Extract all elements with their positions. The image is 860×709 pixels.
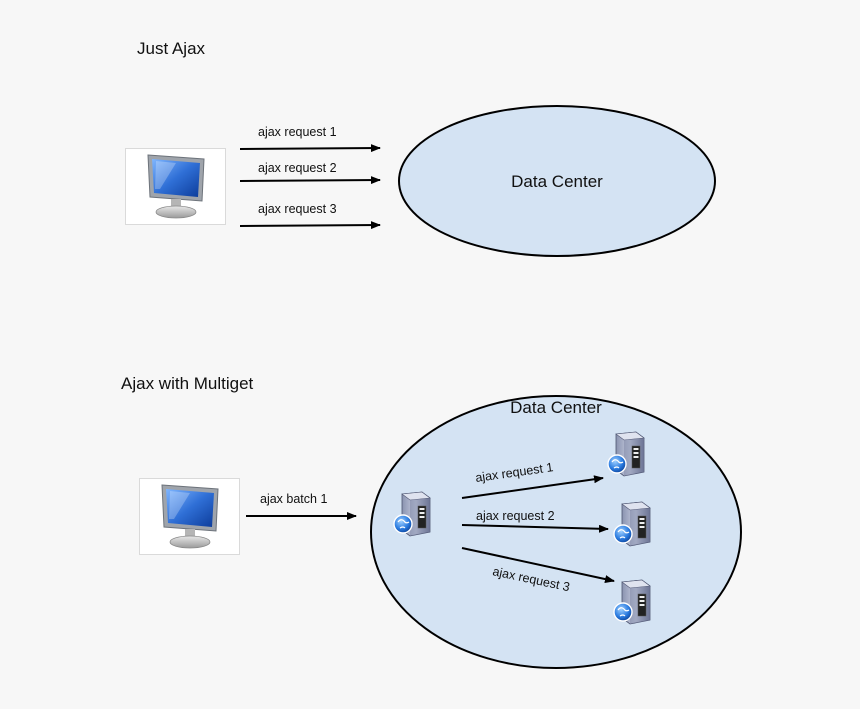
data-center-label-1: Data Center <box>511 172 603 191</box>
section-title-ajax-multiget: Ajax with Multiget <box>121 374 254 393</box>
client-computer-2 <box>139 478 240 555</box>
data-center-label-2: Data Center <box>510 398 602 417</box>
request-arrow-2 <box>239 176 381 185</box>
request-arrow-1 <box>239 144 381 153</box>
internal-arrow-2 <box>461 524 609 533</box>
internal-arrow-1 <box>461 475 604 499</box>
data-center-ellipse-1 <box>398 105 716 257</box>
request-arrow-3 <box>239 221 381 230</box>
request-label-3: ajax request 3 <box>258 202 337 216</box>
section-title-just-ajax: Just Ajax <box>137 39 206 58</box>
computer-monitor-icon <box>161 484 219 549</box>
internal-request-label-2: ajax request 2 <box>476 509 555 523</box>
batch-label: ajax batch 1 <box>260 492 327 506</box>
internal-arrow-3 <box>461 547 615 583</box>
client-computer-1 <box>125 148 226 225</box>
request-label-1: ajax request 1 <box>258 125 337 139</box>
request-label-2: ajax request 2 <box>258 161 337 175</box>
computer-monitor-icon <box>147 154 205 219</box>
